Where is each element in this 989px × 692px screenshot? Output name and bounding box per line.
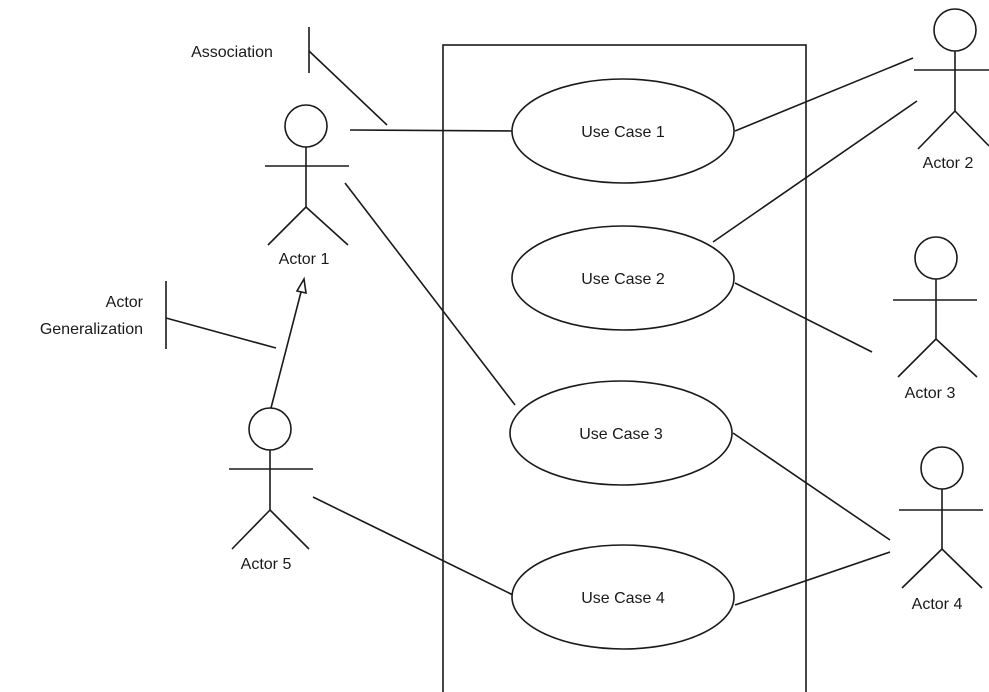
actor-2-head xyxy=(933,8,977,52)
actor-4-head xyxy=(920,446,964,490)
association-actor5-usecase4 xyxy=(312,496,514,596)
association-actor2-usecase1 xyxy=(734,57,914,132)
actor-3-head xyxy=(914,236,958,280)
actor-1-label: Actor 1 xyxy=(279,251,330,268)
generalization-line xyxy=(270,291,302,409)
association-actor1-usecase1 xyxy=(349,129,513,132)
actor-4: Actor 4 xyxy=(899,446,983,613)
association-actor4-usecase3 xyxy=(732,432,891,541)
actor-3: Actor 3 xyxy=(893,236,978,402)
use-case-3-label: Use Case 3 xyxy=(579,426,663,443)
association-actor4-usecase4 xyxy=(734,551,891,606)
association-actor2-usecase2 xyxy=(712,100,918,243)
use-case-3: Use Case 3 xyxy=(509,380,733,486)
association-callout-pointer xyxy=(308,50,388,126)
use-case-4: Use Case 4 xyxy=(511,544,735,650)
actor-2-label: Actor 2 xyxy=(923,155,974,172)
actor-5-head xyxy=(248,407,292,451)
use-case-1-label: Use Case 1 xyxy=(581,124,665,141)
actor-1: Actor 1 xyxy=(265,104,349,268)
actor-generalization-annotation-line2: Generalization xyxy=(40,321,143,338)
association-actor1-usecase3 xyxy=(344,182,516,406)
actor-5: Actor 5 xyxy=(229,407,313,573)
actor-3-label: Actor 3 xyxy=(905,385,956,402)
actor-1-head xyxy=(284,104,328,148)
use-case-4-label: Use Case 4 xyxy=(581,590,665,607)
use-case-2: Use Case 2 xyxy=(511,225,735,331)
actor-4-label: Actor 4 xyxy=(912,596,963,613)
generalization-callout-pointer xyxy=(165,317,277,349)
association-actor3-usecase2 xyxy=(734,282,873,353)
association-annotation: Association xyxy=(191,44,273,61)
actor-generalization-annotation-line1: Actor xyxy=(106,294,144,311)
generalization-arrowhead xyxy=(295,276,307,295)
use-case-2-label: Use Case 2 xyxy=(581,271,665,288)
use-case-1: Use Case 1 xyxy=(511,78,735,184)
actor-2: Actor 2 xyxy=(914,8,989,172)
actor-5-label: Actor 5 xyxy=(241,556,292,573)
